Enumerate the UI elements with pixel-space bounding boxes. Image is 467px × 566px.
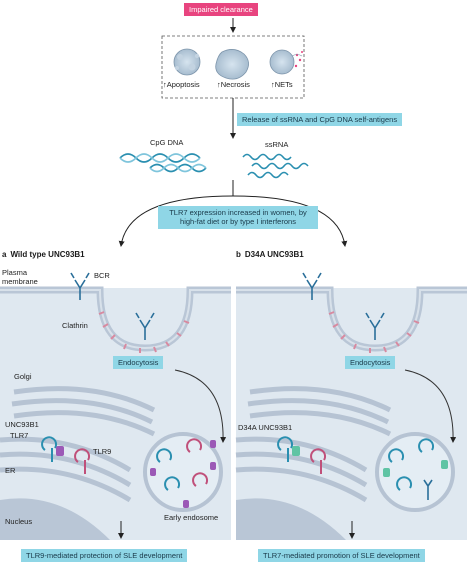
panel-a-tlr7-receptor (41, 436, 58, 462)
panel-a-endocytosis-box: Endocytosis (113, 356, 164, 370)
panel-a-unc93b1-protein (56, 446, 64, 456)
panel-b-golgi (247, 386, 392, 437)
panel-b-er (235, 436, 368, 503)
panel-b-early-endosome (375, 432, 455, 512)
golgi-label: Golgi (14, 372, 32, 381)
arrow-to-panel-a (118, 195, 234, 247)
nets-cell-icon (269, 49, 303, 75)
panel-a-er (0, 436, 132, 503)
early-endosome-label: Early endosome (164, 513, 219, 522)
panel-a-endosome-tlrs (150, 438, 216, 508)
plasma-membrane-label: Plasma membrane (2, 268, 38, 286)
ssrna-strands (242, 153, 309, 179)
cpg-dna-label: CpG DNA (150, 138, 184, 147)
panel-a-bcr-receptor (70, 272, 90, 300)
panel-b-letter: b (236, 250, 241, 259)
panel-a-tlr9-receptor (74, 448, 91, 474)
panel-a-bcr-pit-receptor (135, 312, 155, 340)
panel-a-title-text: Wild type UNC93B1 (10, 250, 85, 259)
clathrin-label: Clathrin (62, 321, 88, 330)
nucleus-label: Nucleus (5, 517, 33, 526)
necrosis-label: ↑Necrosis (217, 80, 250, 89)
panel-b-plasma-membrane (236, 286, 467, 352)
panel-a-result-box: TLR9-mediated protection of SLE developm… (21, 549, 188, 563)
panel-b-result-box: TLR7-mediated promotion of SLE developme… (258, 549, 425, 563)
panel-b-bcr-receptor (302, 272, 322, 300)
tlr9-label: TLR9 (93, 447, 112, 456)
er-label: ER (5, 466, 16, 475)
panel-a-clathrin (98, 311, 190, 353)
panel-b-nucleus (236, 498, 346, 540)
panel-b-endocytosis-arrow (404, 369, 457, 443)
panel-b-title-text: D34A UNC93B1 (244, 250, 304, 259)
d34a-unc93b1-label: D34A UNC93B1 (238, 423, 293, 432)
panel-b-endosome-tlrs (383, 438, 448, 500)
panel-b-tlr7-receptor (277, 436, 294, 462)
panel-a-letter: a (2, 250, 7, 259)
impaired-clearance-box: Impaired clearance (184, 3, 258, 16)
apoptosis-cell-icon (173, 48, 201, 76)
panel-a-early-endosome (143, 432, 223, 512)
panel-b-clathrin (328, 311, 420, 353)
tlr7-expression-box: TLR7 expression increased in women, by h… (158, 206, 318, 229)
tlr7-label: TLR7 (10, 431, 29, 440)
unc93b1-label: UNC93B1 (5, 420, 39, 429)
panel-a-plasma-membrane (0, 286, 231, 352)
panel-b-d34a-unc93b1-protein (292, 446, 300, 456)
release-box: Release of ssRNA and CpG DNA self-antige… (237, 113, 403, 127)
apoptosis-label: ↑Apoptosis (163, 80, 200, 89)
bcr-label: BCR (94, 271, 110, 280)
panel-a-nucleus (0, 498, 110, 540)
necrosis-cell-icon (215, 49, 249, 80)
panel-b-bcr-pit-receptor (365, 312, 385, 340)
nets-label: ↑NETs (271, 80, 293, 89)
ssrna-label: ssRNA (265, 140, 289, 149)
panel-a-golgi (11, 386, 156, 437)
cpg-dna-strands (119, 153, 207, 173)
panel-a-endocytosis-arrow (174, 369, 227, 443)
panel-b-endocytosis-box: Endocytosis (345, 356, 396, 370)
panel-b-tlr9-receptor (310, 448, 327, 474)
